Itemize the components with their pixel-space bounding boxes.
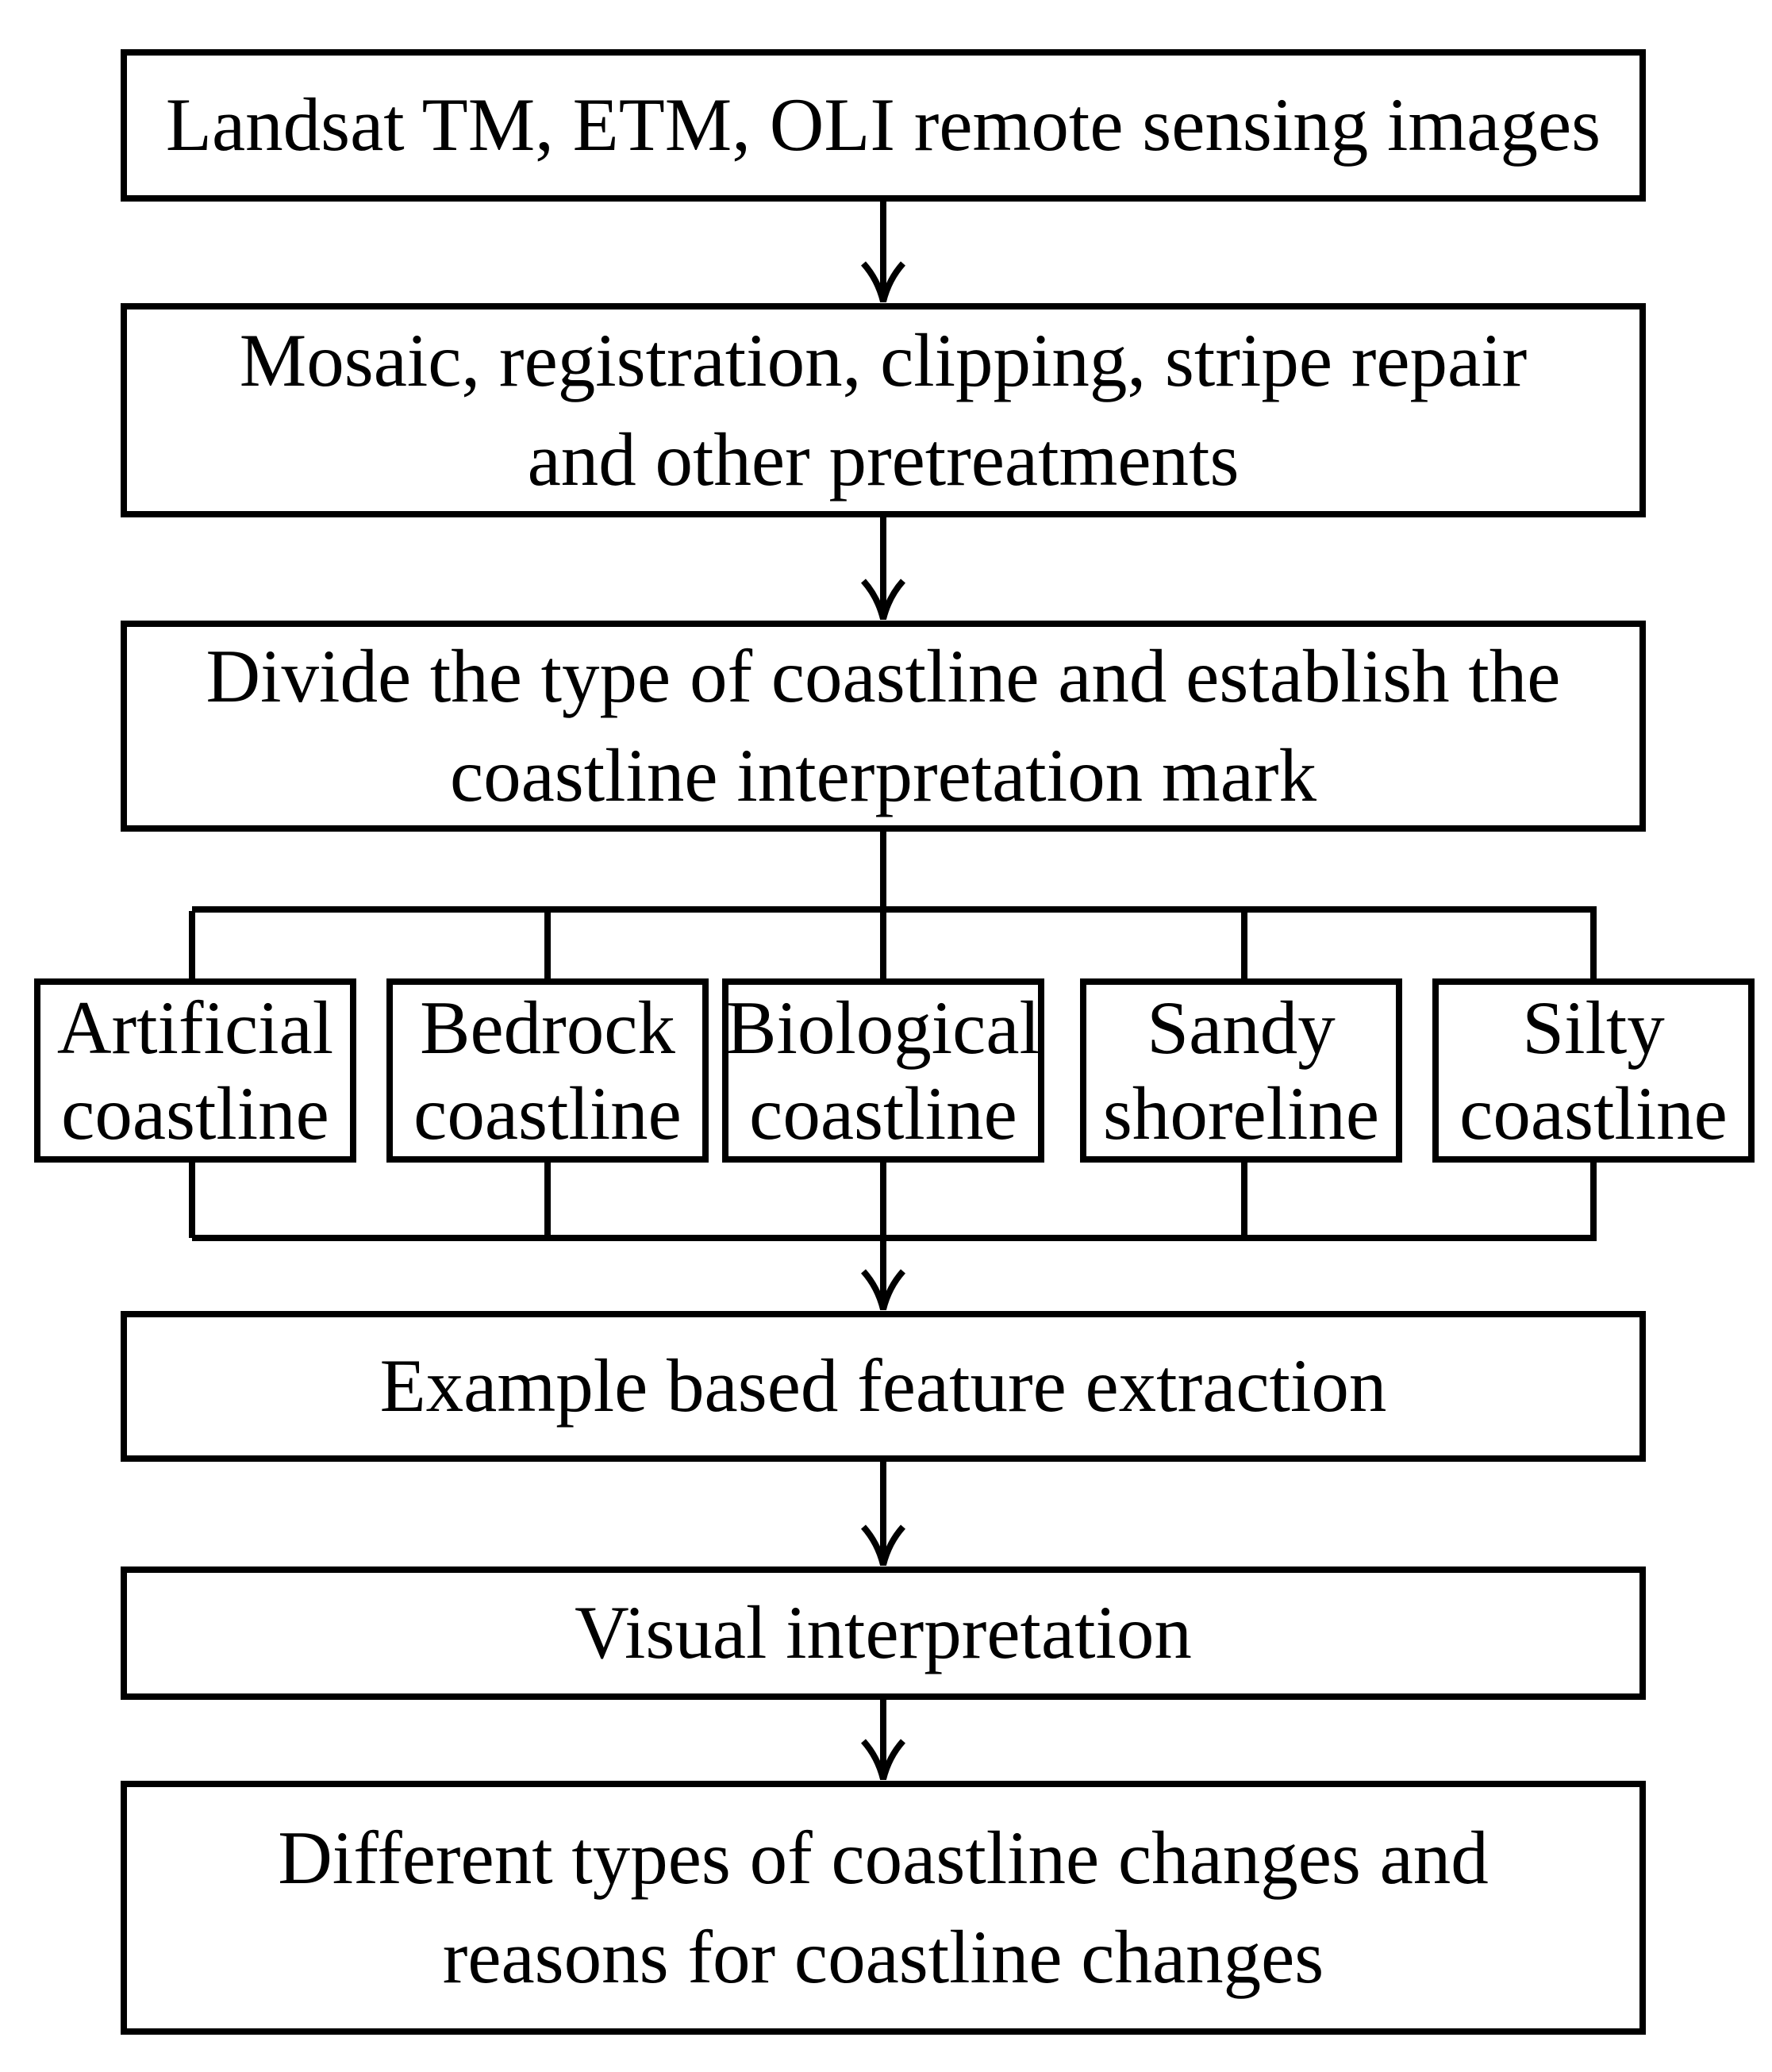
connector-line [189, 1163, 195, 1238]
node-pretreatments: Mosaic, registration, clipping, stripe r… [121, 303, 1646, 517]
connector-line [1241, 911, 1247, 984]
connector-line [1590, 911, 1597, 984]
arrow-down-icon [861, 1462, 905, 1566]
arrow-down-icon [861, 1700, 905, 1781]
branch-artificial-coastline: Artificial coastline [34, 978, 356, 1163]
branch-sandy-shoreline: Sandy shoreline [1080, 978, 1402, 1163]
connector-line [880, 1163, 886, 1238]
connector-line [189, 911, 195, 984]
connector-line [1590, 1163, 1597, 1238]
node-visual-interpretation: Visual interpretation [121, 1566, 1646, 1700]
branch-bedrock-coastline: Bedrock coastline [386, 978, 709, 1163]
branch-biological-coastline: Biological coastline [722, 978, 1044, 1163]
connector-line [880, 832, 886, 911]
connector-line [544, 1163, 551, 1238]
branch-silty-coastline: Silty coastline [1432, 978, 1755, 1163]
connector-line [1241, 1163, 1247, 1238]
arrow-down-icon [861, 1236, 905, 1311]
node-landsat-images: Landsat TM, ETM, OLI remote sensing imag… [121, 49, 1646, 202]
branch-connector-line [192, 906, 1597, 913]
arrow-down-icon [861, 202, 905, 303]
connector-line [544, 911, 551, 984]
connector-line [880, 911, 886, 984]
node-example-based-feature-extraction: Example based feature extraction [121, 1311, 1646, 1462]
node-coastline-changes: Different types of coastline changes and… [121, 1781, 1646, 2035]
arrow-down-icon [861, 517, 905, 621]
node-divide-coastline-types: Divide the type of coastline and establi… [121, 621, 1646, 832]
branch-connector-line [192, 1235, 1597, 1241]
